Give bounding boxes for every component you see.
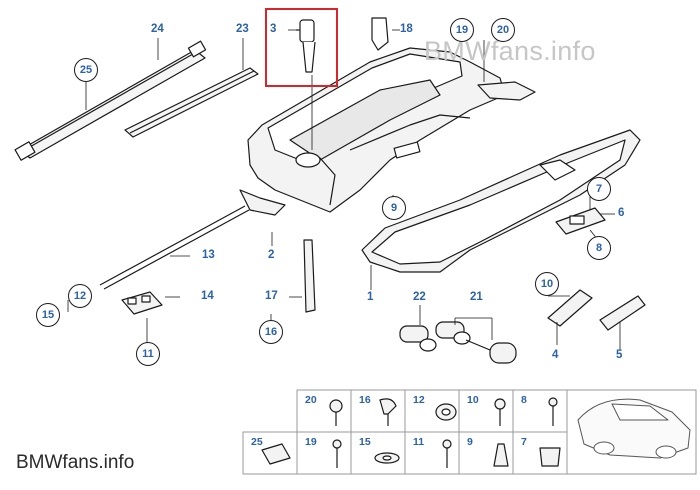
part-1-glovebox-lid [361,129,641,273]
callout-14[interactable]: 14 [201,290,214,302]
part-2-console-frame [239,47,506,216]
table-label-7[interactable]: 7 [521,436,527,448]
car-location-sketch [577,398,691,459]
callout-18[interactable]: 18 [400,23,413,35]
part-22-lock-cylinders [399,321,471,352]
callout-6[interactable]: 6 [618,207,625,219]
part-6-latch [555,207,606,235]
callout-9[interactable]: 9 [382,196,406,220]
table-label-12[interactable]: 12 [413,394,425,406]
part-13-rod [99,205,250,290]
part-18-cover [371,17,389,51]
watermark-top: BMWfans.info [424,36,596,66]
callout-3[interactable]: 3 [270,23,277,35]
callout-21[interactable]: 21 [470,291,483,303]
watermark-bottom: BMWfans.info [16,452,135,473]
part-21-key [465,339,517,364]
callout-10[interactable]: 10 [535,272,559,296]
callout-16[interactable]: 16 [259,320,283,344]
part-4-bracket [547,289,593,327]
callout-17[interactable]: 17 [265,290,278,302]
hardware-table-grid [242,389,697,475]
callout-24[interactable]: 24 [151,23,164,35]
callout-22[interactable]: 22 [413,291,426,303]
table-label-19[interactable]: 19 [305,436,317,448]
table-label-8[interactable]: 8 [521,394,527,406]
part-23-rail [124,67,259,138]
part-17-strap [303,239,316,313]
callout-25[interactable]: 25 [74,58,98,82]
callout-4[interactable]: 4 [552,349,559,361]
callout-23[interactable]: 23 [236,23,249,35]
hardware-fastener-icons [261,397,561,468]
callout-12[interactable]: 12 [68,284,92,308]
highlight-box-part-3 [265,8,338,87]
part-20-trim [477,81,536,101]
callout-15[interactable]: 15 [36,303,60,327]
table-label-16[interactable]: 16 [359,394,371,406]
table-label-9[interactable]: 9 [467,436,473,448]
table-label-10[interactable]: 10 [467,394,479,406]
part-3-clip [296,19,316,73]
part-14-bracket [121,291,163,315]
callout-11[interactable]: 11 [136,342,160,366]
callout-8[interactable]: 8 [587,236,611,260]
callout-2[interactable]: 2 [268,249,275,261]
part-5-housing [599,295,646,331]
part-24-rail [14,40,207,161]
callout-5[interactable]: 5 [616,349,623,361]
callout-1[interactable]: 1 [367,291,374,303]
table-label-25[interactable]: 25 [251,436,263,448]
table-label-11[interactable]: 11 [413,436,425,448]
table-label-20[interactable]: 20 [305,394,317,406]
table-label-15[interactable]: 15 [359,436,371,448]
callout-13[interactable]: 13 [202,249,215,261]
callout-19[interactable]: 19 [450,18,474,42]
callout-7[interactable]: 7 [587,177,611,201]
callout-20[interactable]: 20 [491,18,515,42]
